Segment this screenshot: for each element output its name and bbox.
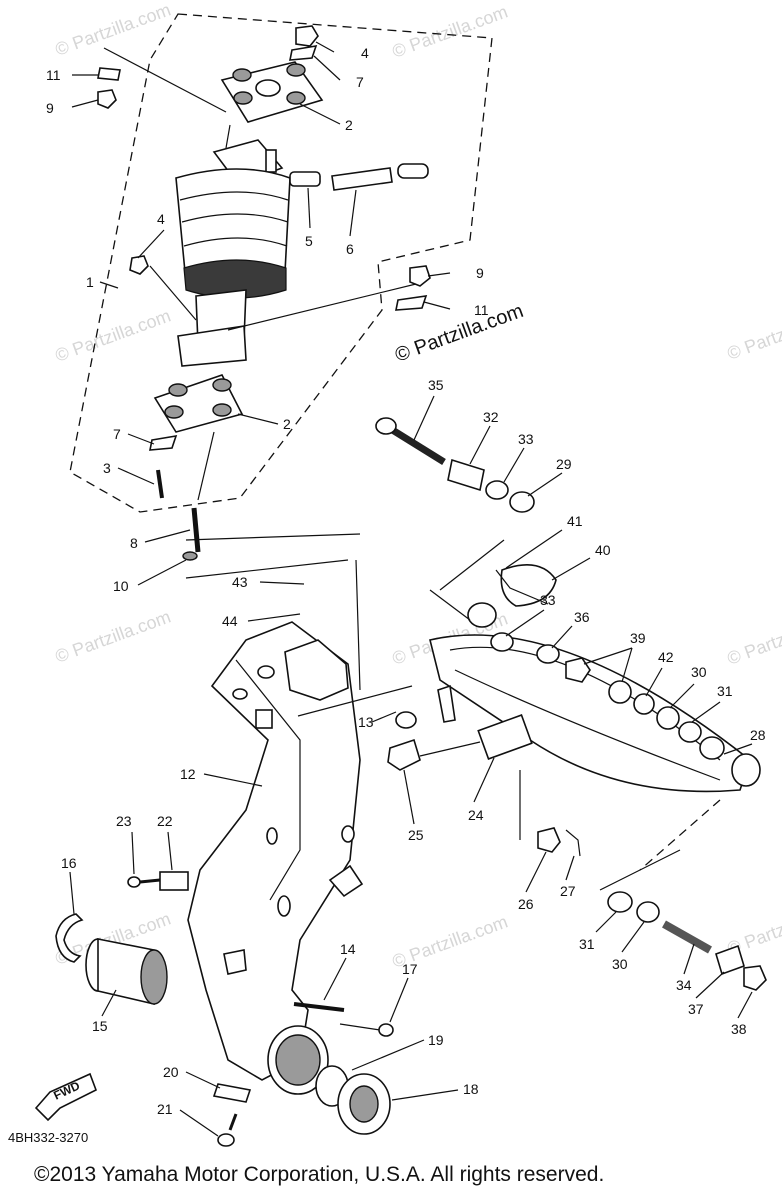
callout-44: 44	[222, 613, 238, 629]
callout-30: 30	[612, 956, 628, 972]
callout-leaders	[69, 41, 753, 1137]
callout-2: 2	[345, 117, 353, 133]
callout-11: 11	[46, 67, 61, 83]
callout-23: 23	[116, 813, 132, 829]
watermark: © Partzilla.com	[53, 606, 174, 666]
callout-34: 34	[676, 977, 692, 993]
callout-26: 26	[518, 896, 534, 912]
pivot-hardware	[185, 417, 767, 1031]
callout-10: 10	[113, 578, 129, 594]
callout-19: 19	[428, 1032, 444, 1048]
callout-7: 7	[356, 74, 364, 90]
callout-28: 28	[750, 727, 766, 743]
callout-5: 5	[305, 233, 313, 249]
callout-37: 37	[688, 1001, 704, 1017]
callout-33: 33	[518, 431, 534, 447]
watermark: © Partzilla.com	[725, 303, 782, 363]
callout-8: 8	[130, 535, 138, 551]
callout-21: 21	[157, 1101, 173, 1117]
callout-13: 13	[358, 714, 374, 730]
callout-43: 43	[232, 574, 248, 590]
callout-38: 38	[731, 1021, 747, 1037]
callout-29: 29	[556, 456, 572, 472]
callout-39: 39	[630, 630, 646, 646]
callout-35: 35	[428, 377, 444, 393]
callout-41: 41	[567, 513, 583, 529]
callout-11: 11	[474, 302, 489, 318]
callout-42: 42	[658, 649, 674, 665]
callout-17: 17	[402, 961, 418, 977]
callout-9: 9	[476, 265, 484, 281]
lower-parts	[34, 871, 394, 1147]
copyright-notice: ©2013 Yamaha Motor Corporation, U.S.A. A…	[34, 1163, 605, 1186]
callout-7: 7	[113, 426, 121, 442]
callout-15: 15	[92, 1018, 108, 1034]
callout-14: 14	[340, 941, 356, 957]
callout-32: 32	[483, 409, 499, 425]
callout-31: 31	[717, 683, 733, 699]
callout-4: 4	[361, 45, 369, 61]
callout-25: 25	[408, 827, 424, 843]
callout-labels: 1 2 2 3 4 4 5 6 7 7 8 9 9 10 11 11 12 13…	[46, 45, 766, 1117]
watermark: © Partzilla.com	[53, 305, 174, 365]
swing-arm	[187, 621, 364, 1095]
callout-12: 12	[180, 766, 196, 782]
callout-33: 33	[540, 592, 556, 608]
callout-2: 2	[283, 416, 291, 432]
watermark: © Partzilla.com	[725, 608, 782, 668]
callout-3: 3	[103, 460, 111, 476]
callout-1: 1	[86, 274, 94, 290]
part-code: 4BH332-3270	[8, 1130, 89, 1145]
callout-16: 16	[61, 855, 77, 871]
callout-20: 20	[163, 1064, 179, 1080]
callout-24: 24	[468, 807, 484, 823]
callout-18: 18	[463, 1081, 479, 1097]
callout-4: 4	[157, 211, 165, 227]
callout-27: 27	[560, 883, 576, 899]
callout-30: 30	[691, 664, 707, 680]
callout-40: 40	[595, 542, 611, 558]
watermark-main: © Partzilla.com	[392, 300, 526, 367]
callout-22: 22	[157, 813, 173, 829]
callout-36: 36	[574, 609, 590, 625]
shock-absorber	[97, 25, 431, 561]
callout-31: 31	[579, 936, 595, 952]
callout-9: 9	[46, 100, 54, 116]
callout-6: 6	[346, 241, 354, 257]
